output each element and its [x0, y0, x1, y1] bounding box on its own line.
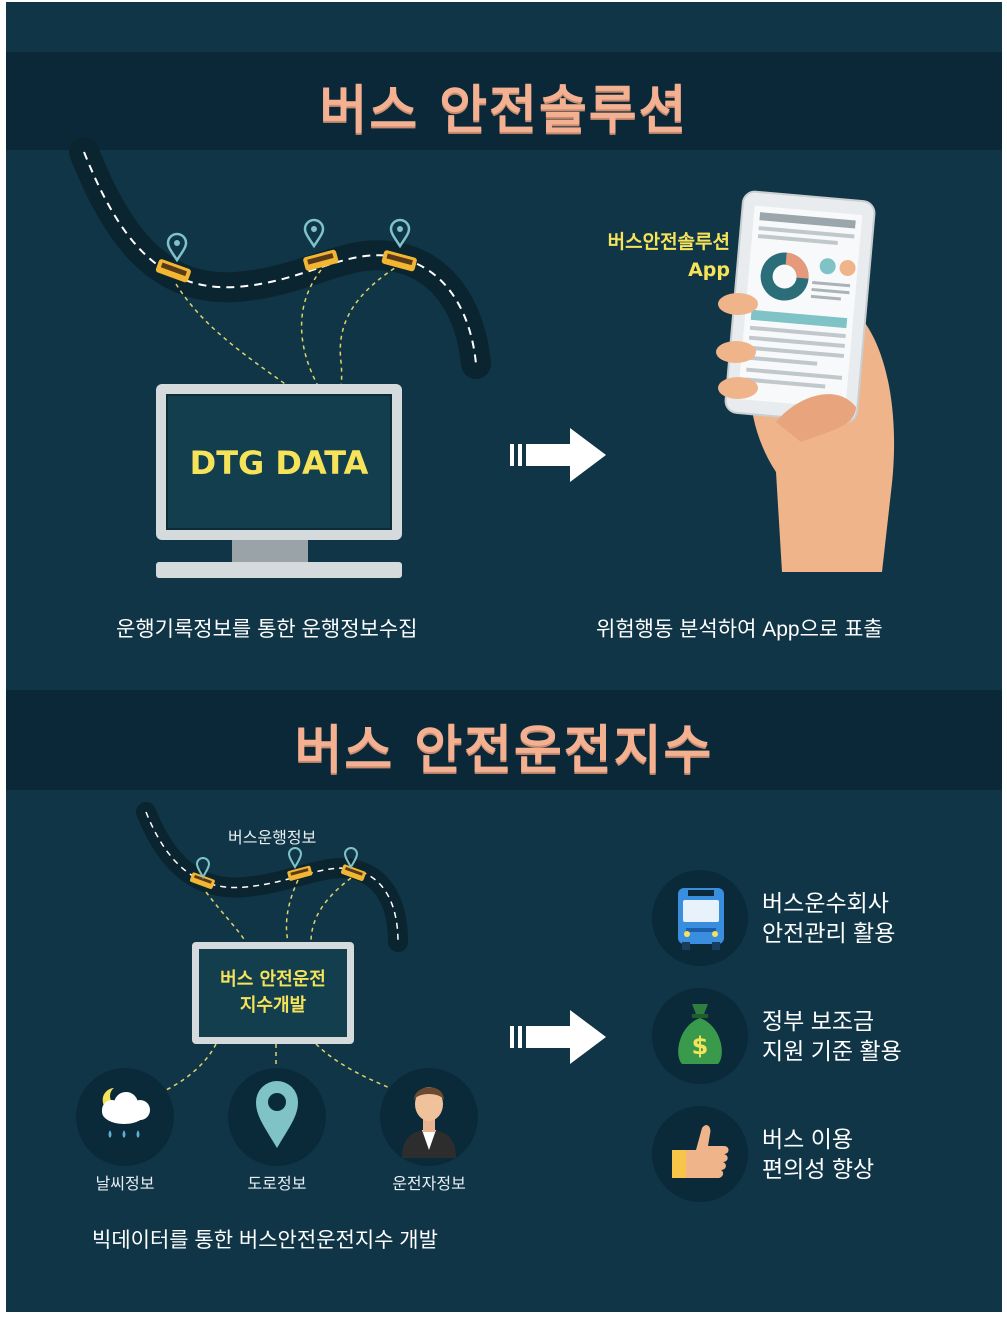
- location-pin-icon: [303, 218, 325, 249]
- route-label: 버스운행정보: [228, 830, 317, 847]
- benefit-line: 버스 이용: [762, 1126, 854, 1152]
- thumbs-up-icon: [672, 1125, 729, 1178]
- arrow-right-icon: [510, 428, 606, 482]
- location-pin-icon: [195, 857, 211, 880]
- weather-icon: [102, 1088, 150, 1138]
- display-caption: 위험행동 분석하여 App으로 표출: [596, 618, 883, 641]
- monitor-stand: [232, 540, 308, 562]
- section1-title-band: [6, 52, 1002, 150]
- section2-title-band: [6, 690, 1002, 790]
- index-monitor: 버스 안전운전 지수개발: [192, 942, 354, 1044]
- bus-marker-2: [303, 249, 339, 271]
- money-bag-icon: $: [678, 1004, 722, 1064]
- monitor-screen: DTG DATA: [166, 394, 392, 530]
- map-pin-icon: [256, 1081, 298, 1148]
- bus-marker-small: [340, 864, 366, 881]
- driver-label: 운전자정보: [392, 1176, 466, 1193]
- monitor: DTG DATA: [156, 384, 402, 540]
- bigdata-caption: 빅데이터를 통한 버스안전운전지수 개발: [92, 1229, 438, 1252]
- app-label-line2: App: [688, 259, 730, 281]
- road-illustration: [69, 137, 491, 423]
- bus-icon: [678, 888, 724, 950]
- index-monitor-screen: 버스 안전운전 지수개발: [199, 949, 347, 1037]
- benefit-bus-company: 버스운수회사 안전관리 활용: [762, 888, 895, 948]
- road-label: 도로정보: [247, 1176, 307, 1193]
- arrow-right-icon: [510, 1010, 606, 1064]
- bus-marker-3: [381, 250, 417, 272]
- index-monitor-line2: 지수개발: [239, 995, 307, 1016]
- section2-title: 버스 안전운전지수: [294, 721, 714, 781]
- weather-label: 날씨정보: [95, 1176, 155, 1193]
- driver-icon: [402, 1087, 456, 1158]
- section1-title: 버스 안전솔루션: [319, 81, 689, 141]
- infographic-canvas: 버스 안전솔루션 DTG DATA: [6, 2, 1002, 1312]
- bus-marker-1: [155, 259, 191, 283]
- location-pin-icon: [287, 847, 303, 870]
- index-monitor-line1: 버스 안전운전: [220, 969, 326, 990]
- hand-holding-phone-illustration: [716, 190, 895, 572]
- benefit-line: 지원 기준 활용: [762, 1038, 902, 1064]
- benefit-line: 편의성 향상: [762, 1156, 875, 1182]
- benefit-line: 안전관리 활용: [762, 920, 896, 946]
- bus-marker-small: [287, 865, 313, 881]
- monitor-text: DTG DATA: [189, 444, 369, 482]
- location-pin-icon: [343, 847, 359, 870]
- svg-text:$: $: [692, 1032, 709, 1060]
- benefit-line: 버스운수회사: [762, 890, 889, 916]
- monitor-base: [156, 562, 402, 578]
- app-label-line1: 버스안전솔루션: [607, 231, 730, 253]
- benefit-convenience: 버스 이용 편의성 향상: [762, 1124, 874, 1184]
- benefit-line: 정부 보조금: [762, 1008, 875, 1034]
- location-pin-icon: [389, 218, 411, 249]
- collect-caption: 운행기록정보를 통한 운행정보수집: [116, 618, 418, 641]
- benefit-subsidy: 정부 보조금 지원 기준 활용: [762, 1006, 902, 1066]
- location-pin-icon: [166, 232, 188, 263]
- app-label: 버스안전솔루션 App: [580, 228, 730, 284]
- bus-marker-small: [189, 872, 215, 889]
